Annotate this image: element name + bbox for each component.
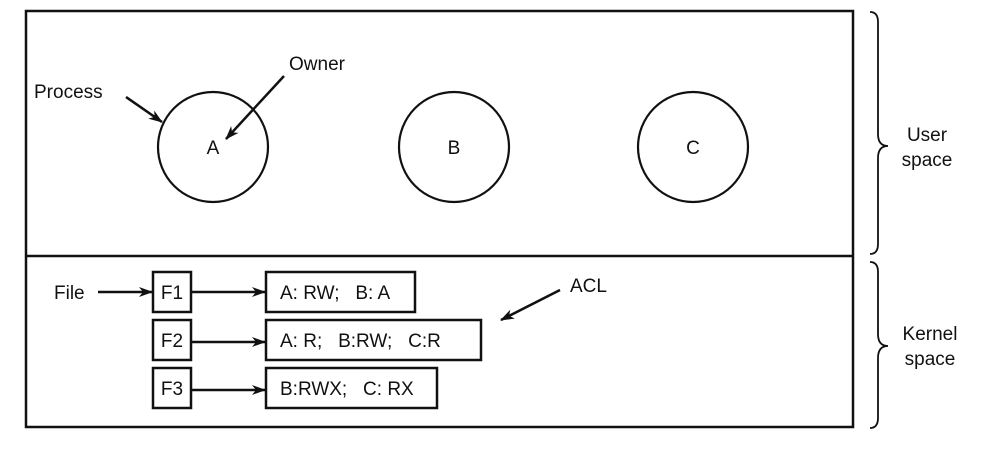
process-circle-A [156,90,270,204]
acl-text-F2: A: R; B:RW; C:R [280,331,441,352]
process-arrow [125,95,163,124]
file-row-F1: F1 A: RW; B: A [151,270,417,314]
process-B: B [397,90,511,204]
file-label-F3: F3 [161,379,183,400]
file-box-F2 [151,318,193,362]
process-circle-B [397,90,511,204]
file-label-F1: F1 [161,283,183,304]
file-row-F3: F3 B:RWX; C: RX [151,366,439,410]
process-circle-C [636,90,750,204]
user-space-label-line1: User [907,125,948,146]
owner-annotation: Owner [289,54,346,75]
acl-box-F2 [264,318,483,362]
owner-arrow [225,75,285,140]
acl-text-F1: A: RW; B: A [280,283,390,304]
user-space-brace [869,11,889,255]
acl-annotation: ACL [570,276,607,297]
user-space-label-line2: space [902,150,953,171]
acl-box-F1 [264,270,417,314]
kernel-space-label-line1: Kernel [903,324,958,345]
file-annotation: File [54,283,85,304]
acl-text-F3: B:RWX; C: RX [280,379,414,400]
kernel-space-label-line2: space [905,349,956,370]
process-C: C [636,90,750,204]
file-box-F3 [151,366,193,410]
process-label-A: A [207,138,220,159]
acl-box-F3 [264,366,439,410]
kernel-space-brace [869,261,889,429]
process-A: A [156,90,270,204]
acl-arrow [500,288,561,322]
process-label-B: B [448,138,461,159]
outer-frame [24,9,855,429]
process-annotation: Process [34,82,103,103]
file-label-F2: F2 [161,331,183,352]
file-row-F2: F2 A: R; B:RW; C:R [151,318,483,362]
process-label-C: C [686,138,700,159]
